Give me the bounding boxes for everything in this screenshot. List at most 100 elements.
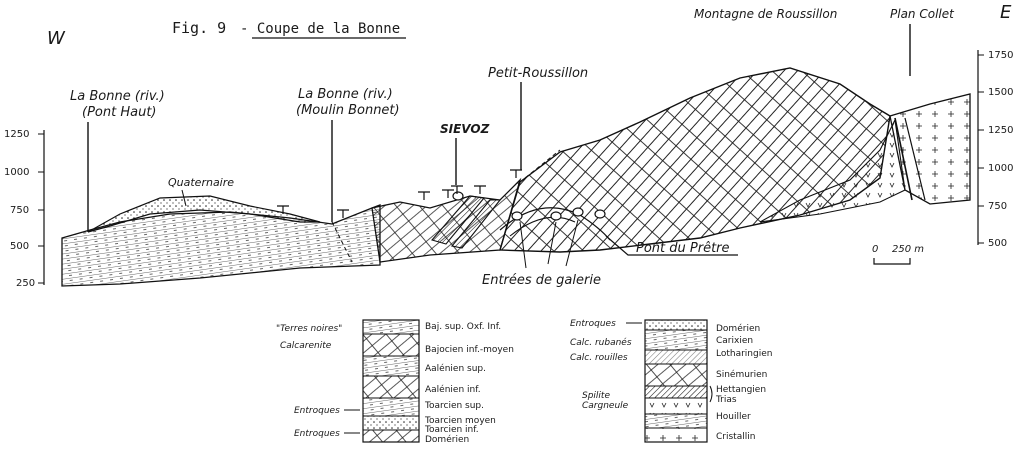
left-tick-label: 250: [16, 278, 35, 289]
legend-unit: Sinémurien: [716, 369, 767, 380]
dip-symbols: [277, 169, 522, 218]
legend-swatch: [362, 375, 420, 399]
dip-symbol: [451, 185, 463, 194]
legend-unit: Domérien: [716, 323, 760, 334]
label-quaternaire: Quaternaire: [168, 176, 234, 189]
legend-swatch: [362, 429, 420, 443]
figure-title: - Coupe de la Bonne: [240, 21, 400, 37]
faulted-band: [450, 199, 502, 249]
left-tick-label: 1250: [4, 129, 29, 140]
fault-line: [519, 149, 561, 183]
legend-swatch: [644, 427, 708, 443]
right-tick-label: 750: [988, 201, 1007, 212]
label-pont-du-pretre: Pont du Prêtre: [636, 241, 730, 256]
legend-swatch: [644, 363, 708, 387]
legend-unit: Carixien: [716, 336, 753, 346]
dip-symbol: [337, 209, 349, 218]
left-tick-label: 500: [10, 241, 29, 252]
sievoz-strata: [371, 177, 522, 263]
scale-zero: 0: [872, 244, 878, 255]
label-entrees-galerie: Entrées de galerie: [482, 273, 601, 288]
legend-arrow: [344, 409, 360, 434]
legend-side-label: Calcarenite: [280, 341, 332, 351]
label-pont-haut: (Pont Haut): [82, 105, 156, 120]
dip-symbol: [510, 169, 522, 178]
roussillon-massif: [499, 67, 891, 253]
gallery-entrance: [594, 209, 606, 219]
legend-swatch: [362, 333, 420, 357]
legend-unit: Houiller: [716, 412, 751, 422]
label-bonne-pont-haut: La Bonne (riv.): [70, 89, 165, 104]
legend-swatch: [644, 329, 708, 351]
legend-side-label: Entroques: [294, 429, 340, 439]
legend-side-label: Cargneule: [582, 401, 629, 411]
fault-line: [894, 117, 913, 201]
scale-bar: 0 250 m: [872, 244, 924, 265]
legend-swatch: [362, 319, 420, 335]
faulted-band: [431, 195, 486, 245]
right-tick-label: 1500: [988, 87, 1013, 98]
legend-swatch: [362, 355, 420, 377]
legend-side-label: Entroques: [570, 319, 616, 329]
right-tick-label: 1000: [988, 163, 1013, 174]
legend-swatch: [644, 413, 708, 429]
legend-unit: Toarcien moyen: [424, 416, 496, 426]
leader-line: [181, 189, 187, 207]
right-tick-label: 1250: [988, 125, 1013, 136]
dip-symbol: [277, 205, 289, 214]
legend-left: "Terres noires" Calcarenite Entroques En…: [276, 319, 514, 445]
legend-swatch: [644, 319, 708, 331]
label-bonne-moulin: La Bonne (riv.): [298, 87, 393, 102]
legend-unit: Toarcien sup.: [424, 401, 484, 411]
fold-arch: [509, 216, 576, 237]
left-tick-label: 750: [10, 205, 29, 216]
label-plan-collet: Plan Collet: [890, 7, 955, 21]
legend-side-label: "Terres noires": [276, 324, 342, 334]
legend-unit: Trias: [715, 395, 737, 405]
gallery-entrances: [452, 191, 606, 221]
scale-length: 250 m: [892, 244, 924, 255]
legend-unit: Bajocien inf.-moyen: [425, 345, 514, 355]
legend-unit: Domérien: [425, 434, 469, 445]
right-tick-label: 1750: [988, 50, 1013, 61]
gallery-entrance: [452, 191, 464, 201]
legend-unit: Lotharingien: [716, 349, 772, 359]
legend-side-label: Calc. rouilles: [570, 353, 628, 363]
legend-side-label: Calc. rubanés: [570, 337, 632, 348]
east-label: E: [1000, 2, 1012, 23]
legend-side-label: Spilite: [582, 391, 610, 401]
left-elevation-scale: 1250 1000 750 500 250: [4, 129, 45, 289]
right-tick-label: 500: [988, 238, 1007, 249]
legend-swatch: [362, 397, 420, 417]
legend-right: Entroques Calc. rubanés Calc. rouilles S…: [570, 319, 772, 443]
legend-swatch: [644, 397, 708, 415]
left-tick-label: 1000: [4, 167, 29, 178]
quaternary-deposit: [87, 195, 321, 233]
dip-symbol: [418, 191, 430, 200]
legend-unit: Toarcien inf.: [424, 425, 479, 435]
label-sievoz: SIEVOZ: [440, 122, 490, 136]
dip-symbol: [474, 185, 486, 194]
fault-line: [331, 221, 353, 263]
legend-swatch: [644, 349, 708, 365]
label-montagne-roussillon: Montagne de Roussillon: [694, 7, 837, 21]
legend-unit: Hettangien: [716, 385, 766, 395]
west-label: W: [47, 28, 66, 49]
label-petit-roussillon: Petit-Roussillon: [488, 66, 588, 81]
legend-side-label: Entroques: [294, 406, 340, 416]
figure-number: Fig. 9: [172, 19, 226, 37]
dip-symbol: [442, 189, 454, 198]
crystalline-basement: [889, 93, 971, 205]
gallery-entrance: [511, 211, 523, 221]
legend-unit: Aalénien sup.: [425, 363, 486, 374]
fault-line: [904, 117, 926, 201]
legend-swatch: [362, 415, 420, 431]
legend-brace: [709, 385, 713, 403]
gallery-entrance: [572, 207, 584, 217]
legend-unit: Aalénien inf.: [425, 384, 481, 395]
leader-line: [519, 219, 579, 269]
gallery-entrance: [550, 211, 562, 221]
geologic-cross-section: [61, 67, 971, 287]
